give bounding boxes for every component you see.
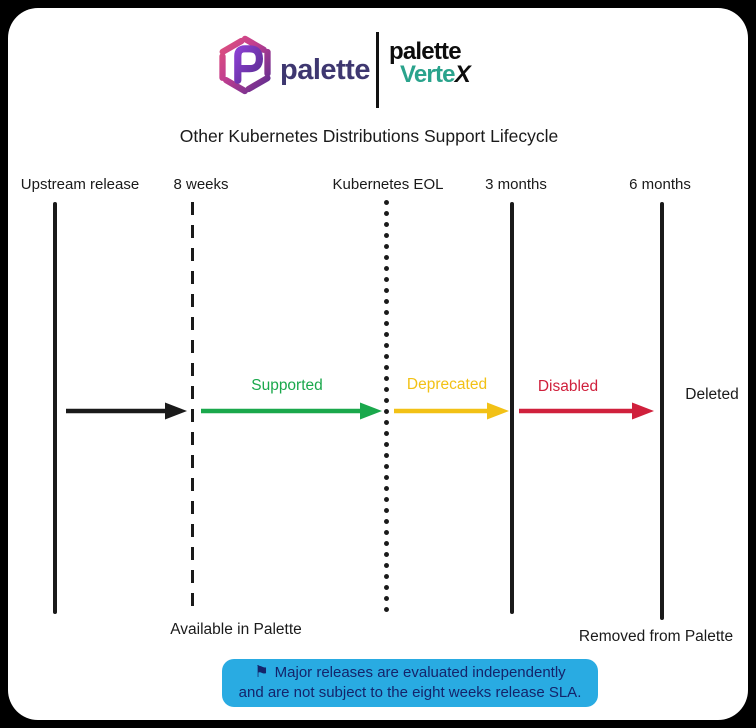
- milestone-label-upstream-release: Upstream release: [20, 176, 140, 193]
- palette-wordmark: palette: [280, 54, 370, 86]
- milestone-line-3-months: [510, 202, 514, 614]
- milestone-label-3-months: 3 months: [485, 176, 547, 193]
- phase-label-supported: Supported: [251, 377, 323, 394]
- disabled-arrow: [519, 402, 654, 420]
- milestone-line-kubernetes-eol: [384, 200, 389, 614]
- diagram-card: palette palette VerteX Other Kubernetes …: [8, 8, 748, 720]
- header-logo-row: palette palette VerteX: [8, 8, 748, 118]
- palette-hexagon-logo: [219, 35, 271, 95]
- flag-icon: ⚑: [254, 664, 269, 681]
- upstream-arrow: [66, 402, 187, 420]
- milestone-line-6-months: [660, 202, 664, 620]
- palette-vertex-logo: palette VerteX: [389, 38, 471, 88]
- note-text-line2: and are not subject to the eight weeks r…: [238, 684, 582, 701]
- vertex-wordmark-line1: palette: [389, 38, 462, 65]
- milestone-label-6-months: 6 months: [629, 176, 691, 193]
- available-in-palette-label: Available in Palette: [170, 621, 302, 638]
- logo-divider: [376, 32, 379, 108]
- vertex-wordmark-x: X: [454, 61, 471, 88]
- vertex-wordmark-line2: VerteX: [389, 61, 471, 88]
- phase-label-deprecated: Deprecated: [406, 376, 488, 393]
- milestone-line-upstream-release: [53, 202, 57, 614]
- phase-label-disabled: Disabled: [537, 378, 599, 395]
- supported-arrow: [201, 402, 382, 420]
- note-line-1: ⚑ Major releases are evaluated independe…: [254, 663, 565, 683]
- deprecated-arrow: [394, 402, 509, 420]
- milestone-label-kubernetes-eol: Kubernetes EOL: [332, 176, 444, 193]
- milestone-line-8-weeks: [191, 202, 194, 614]
- phase-label-deleted: Deleted: [685, 386, 739, 403]
- milestone-label-8-weeks: 8 weeks: [173, 176, 229, 193]
- removed-from-palette-label: Removed from Palette: [578, 628, 734, 645]
- major-release-note: ⚑ Major releases are evaluated independe…: [222, 659, 598, 707]
- note-text-line1: Major releases are evaluated independent…: [274, 664, 566, 681]
- diagram-title: Other Kubernetes Distributions Support L…: [179, 126, 559, 146]
- vertex-wordmark-teal: Verte: [400, 61, 456, 88]
